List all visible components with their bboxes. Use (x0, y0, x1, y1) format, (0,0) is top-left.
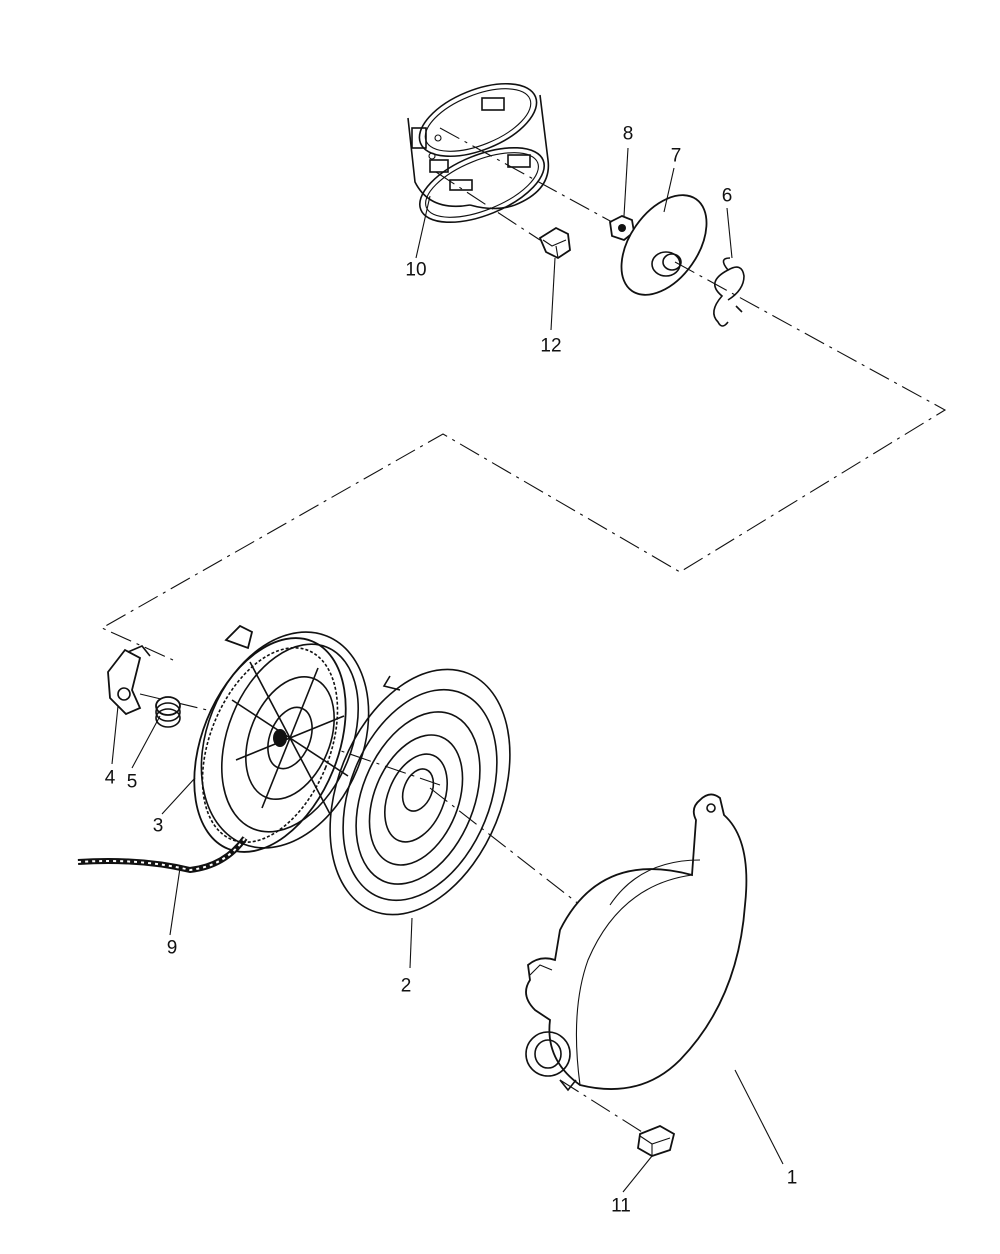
leader-lines (111, 147, 784, 1193)
callout-4: 4 (104, 767, 116, 789)
part-2-recoil-spring (329, 668, 511, 916)
callout-2: 2 (400, 975, 412, 997)
callout-5: 5 (126, 771, 138, 793)
part-11-cover-bolt (637, 1125, 676, 1157)
part-7-drive-plate (620, 194, 708, 296)
callout-7: 7 (670, 145, 682, 167)
part-9-starter-rope (77, 836, 248, 874)
part-5-spring (155, 696, 181, 728)
callout-12: 12 (540, 335, 562, 357)
callout-11: 11 (611, 1195, 631, 1217)
part-6-spring-clip (713, 257, 745, 327)
part-3-recoil-reel (193, 624, 370, 853)
part-4-ratchet-pawl (107, 645, 151, 716)
callout-10: 10 (405, 259, 427, 281)
assembly-axis-lines (100, 127, 947, 1138)
callout-6: 6 (721, 185, 733, 207)
part-1-housing-cover (525, 793, 748, 1092)
part-12-bolt (538, 226, 571, 260)
callout-1: 1 (786, 1167, 798, 1189)
part-10-pulley-ring (407, 82, 550, 224)
callout-9: 9 (166, 937, 178, 959)
callout-8: 8 (622, 123, 634, 145)
callout-3: 3 (152, 815, 164, 837)
